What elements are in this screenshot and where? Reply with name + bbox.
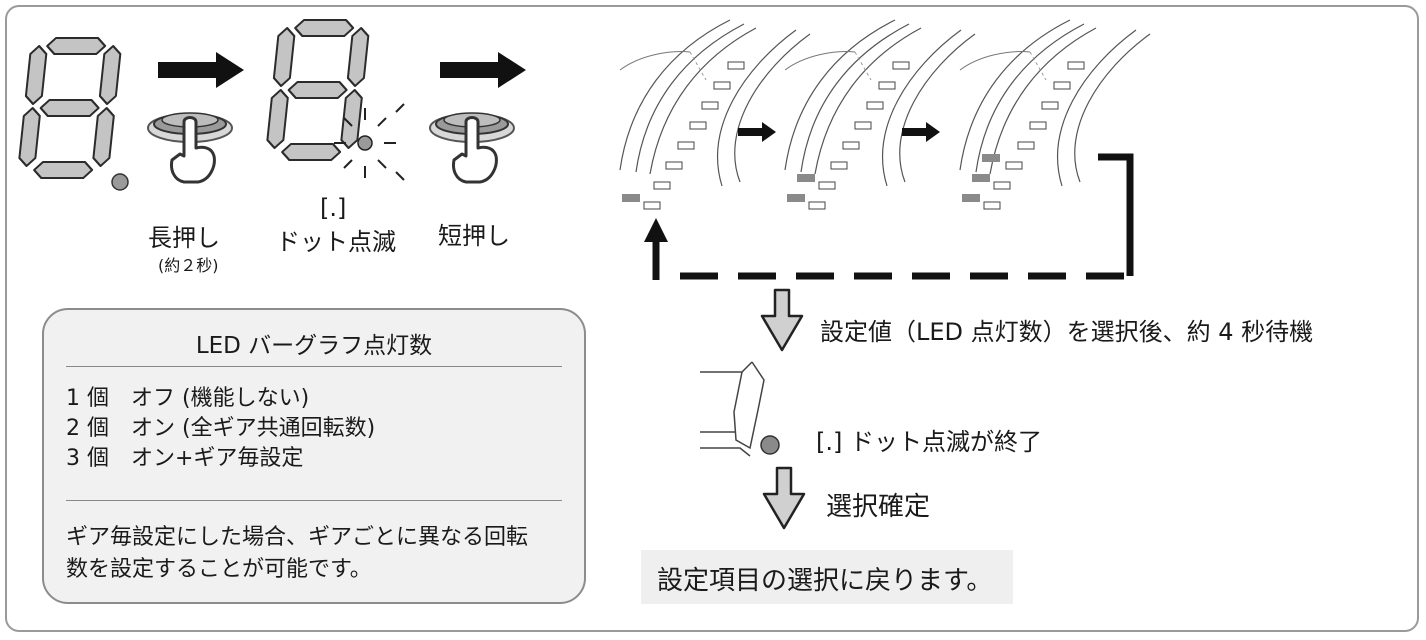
return-to-menu-box: 設定項目の選択に戻ります。: [641, 550, 1013, 604]
seven-segment-display-icon: [265, 18, 371, 162]
short-press-label: 短押し: [438, 222, 510, 250]
right-arrow-icon: [738, 122, 776, 142]
blinking-dot-icon: [334, 103, 405, 181]
return-to-menu-text: 設定項目の選択に戻ります。: [657, 566, 993, 596]
led-bargraph-icon: [784, 19, 976, 210]
right-arrow-icon: [902, 122, 940, 142]
panel-note-line: 数を設定することが可能です。: [66, 557, 372, 582]
panel-option-row: 3 個 オン+ギア毎設定: [66, 446, 304, 471]
led-bargraph-count-panel: LED バーグラフ点灯数 1 個 オフ (機能しない) 2 個 オン (全ギア共…: [42, 308, 586, 604]
push-button-hand-icon: [428, 111, 516, 184]
display-fragment-icon: [700, 361, 780, 457]
wait-instruction-text: 設定値（LED 点灯数）を選択後、約 4 秒待機: [820, 318, 1314, 346]
push-button-hand-icon: [146, 111, 234, 184]
long-press-label: 長押し: [148, 224, 220, 252]
panel-option-list: 1 個 オフ (機能しない) 2 個 オン (全ギア共通回転数) 3 個 オン+…: [66, 384, 375, 474]
dot-blink-label: ドット点滅: [276, 228, 396, 256]
right-arrow-icon: [158, 52, 244, 88]
panel-option-row: 2 個 オン (全ギア共通回転数): [66, 416, 376, 441]
panel-divider: [66, 366, 562, 367]
down-arrow-icon: [760, 288, 804, 352]
right-arrow-icon: [440, 52, 526, 88]
dot-bracket-label: [.]: [320, 194, 347, 222]
led-bargraph-icon: [619, 19, 811, 210]
dot-blink-end-text: [.] ドット点滅が終了: [816, 428, 1042, 456]
decimal-dot-icon: [111, 173, 129, 191]
panel-divider: [66, 500, 562, 501]
panel-note-line: ギア毎設定にした場合、ギアごとに異なる回転: [66, 525, 529, 550]
panel-title: LED バーグラフ点灯数: [195, 333, 433, 359]
led-bargraph-icon: [959, 19, 1151, 210]
selection-confirmed-text: 選択確定: [826, 492, 931, 522]
down-arrow-icon: [762, 466, 806, 530]
loop-back-path: [644, 153, 1134, 280]
diagram-frame: [5, 5, 1419, 632]
long-press-duration-label: (約２秒): [158, 256, 219, 275]
seven-segment-display-icon: [17, 36, 123, 180]
panel-option-row: 1 個 オフ (機能しない): [66, 386, 310, 411]
panel-note: ギア毎設定にした場合、ギアごとに異なる回転 数を設定することが可能です。: [66, 522, 528, 586]
